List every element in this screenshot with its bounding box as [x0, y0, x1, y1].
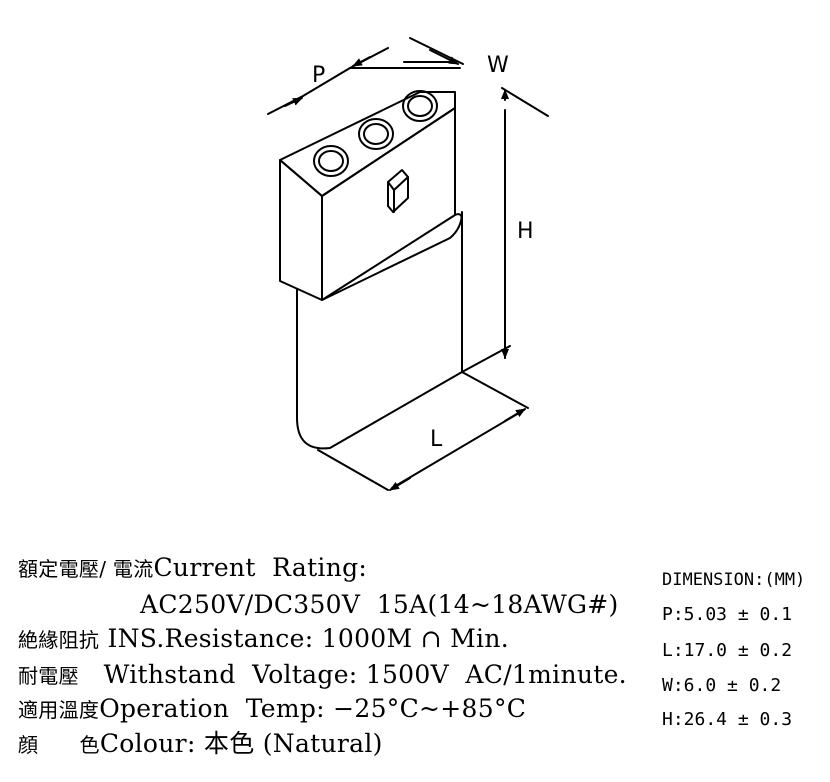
terminal-hole-3-inner	[407, 95, 433, 117]
dim-label-l: L	[430, 427, 443, 452]
dim-label-p: P	[312, 63, 325, 88]
spec-current-rating-value: AC250V/DC350V 15A(14~18AWG#)	[140, 590, 619, 619]
latch	[387, 169, 409, 213]
terminal-hole-2	[358, 118, 394, 150]
dim-label-w: W	[487, 53, 509, 78]
terminal-hole-1	[313, 145, 349, 177]
spec-ins-resistance: 絶緣阻抗 INS.Resistance: 1000M ∩ Min.	[18, 624, 509, 653]
dimension-l: L:17.0 ± 0.2	[662, 640, 793, 661]
dimension-h: H:26.4 ± 0.3	[662, 709, 793, 730]
spec-current-rating: 額定電壓/ 電流Current Rating:	[18, 553, 368, 582]
dimension-header: DIMENSION:(MM)	[662, 570, 806, 590]
spec-colour: 顔 色Colour: 本色 (Natural)	[18, 729, 383, 758]
dimension-w: W:6.0 ± 0.2	[662, 675, 782, 696]
housing-top-face	[279, 91, 456, 197]
housing-right-face	[321, 107, 456, 301]
terminal-hole-3	[402, 90, 438, 122]
spec-withstand-voltage: 耐電壓 Withstand Voltage: 1500V AC/1minute.	[18, 660, 627, 689]
spec-operation-temp: 適用溫度Operation Temp: −25°C~+85°C	[18, 694, 527, 723]
dimension-p: P:5.03 ± 0.1	[662, 604, 793, 625]
connector-drawing: P W H L	[267, 37, 549, 491]
terminal-hole-1-inner	[318, 150, 344, 172]
terminal-hole-2-inner	[363, 123, 389, 145]
dim-label-h: H	[517, 219, 534, 244]
housing-front-face	[279, 159, 323, 301]
